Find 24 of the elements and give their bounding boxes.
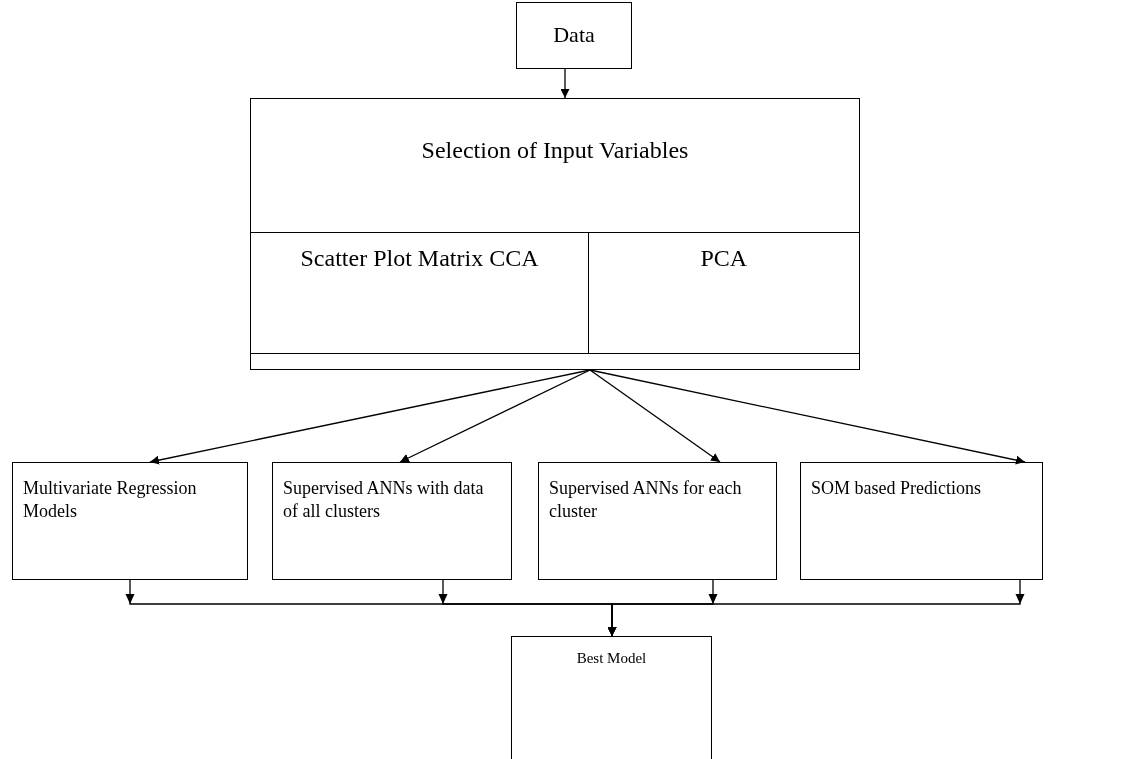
process-box <box>800 462 1043 580</box>
process-box <box>516 2 632 69</box>
process-box <box>538 462 777 580</box>
process-box <box>588 232 860 354</box>
process-box <box>249 232 590 354</box>
arrow <box>399 369 591 463</box>
box-label: PCA <box>700 244 748 273</box>
arrow <box>560 68 570 99</box>
box-label: Scatter Plot Matrix CCA <box>300 244 539 273</box>
box-label: Selection of Input Variables <box>421 136 689 165</box>
arrow <box>589 369 1026 465</box>
box-label: Supervised ANNs for each cluster <box>549 477 743 524</box>
process-box <box>272 462 512 580</box>
process-box <box>250 98 860 370</box>
box-label: SOM based Predictions <box>811 477 981 500</box>
box-label: Data <box>553 21 595 50</box>
arrow <box>607 579 1021 637</box>
box-label: Supervised ANNs with data of all clusters <box>283 477 485 524</box>
box-label: Best Model <box>576 649 647 668</box>
process-box <box>12 462 248 580</box>
arrow <box>589 369 721 463</box>
box-label: Multivariate Regression Models <box>23 477 198 524</box>
process-box <box>511 636 712 759</box>
arrow <box>149 369 591 465</box>
